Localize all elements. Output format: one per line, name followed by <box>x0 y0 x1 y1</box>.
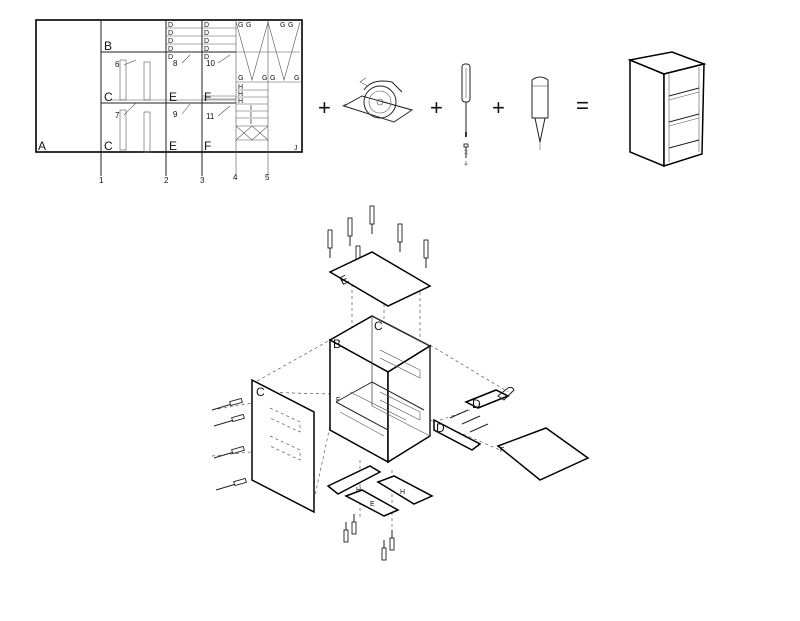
label-f-inner: F <box>336 397 340 404</box>
part-label-e-top: E <box>169 90 177 104</box>
label-d-1: D <box>472 397 481 411</box>
svg-text:G: G <box>238 22 243 29</box>
svg-text:9: 9 <box>173 110 178 119</box>
cut-numbers: 1 2 3 4 5 <box>99 173 270 185</box>
label-b: B <box>333 337 341 351</box>
svg-text:6: 6 <box>115 60 120 69</box>
svg-text:D: D <box>204 30 209 37</box>
svg-text:D: D <box>168 22 173 29</box>
part-label-b: B <box>104 39 112 53</box>
g-mid-labels: G G G G <box>238 75 299 82</box>
svg-text:G: G <box>246 22 251 29</box>
screwdriver-icon <box>461 63 471 137</box>
svg-text:G: G <box>294 75 299 82</box>
plus-sign-3: + <box>492 95 505 120</box>
g-top-labels: G G G G <box>238 22 293 29</box>
label-d-2: D <box>436 421 445 435</box>
bottom-strip-h-2 <box>376 475 434 505</box>
left-screws <box>211 397 247 491</box>
equals-sign: = <box>576 93 589 118</box>
svg-text:H: H <box>238 91 243 98</box>
svg-text:D: D <box>204 22 209 29</box>
exploded-assembly: E C B <box>211 205 590 561</box>
svg-text:G: G <box>280 22 285 29</box>
svg-text:5: 5 <box>265 173 270 182</box>
d-column-2: D D D D D <box>204 22 209 61</box>
svg-text:1: 1 <box>99 176 104 185</box>
part-label-j: J <box>294 145 298 152</box>
finished-cabinet-icon <box>627 51 707 168</box>
part-label-c-top: C <box>104 90 113 104</box>
screw-icon <box>463 143 469 166</box>
part-label-e-bottom: E <box>169 139 177 153</box>
svg-text:H: H <box>238 98 243 105</box>
back-panel-f <box>496 427 590 481</box>
svg-text:3: 3 <box>200 176 205 185</box>
glue-bottle-icon <box>531 76 549 150</box>
part-label-f-bottom: F <box>204 139 211 153</box>
svg-text:11: 11 <box>206 112 215 121</box>
screw-top-2 <box>347 217 353 246</box>
svg-text:D: D <box>168 38 173 45</box>
glue-bottle-small-icon <box>497 386 515 401</box>
svg-text:8: 8 <box>173 59 178 68</box>
screw-top-1 <box>327 229 333 258</box>
plus-sign-2: + <box>430 95 443 120</box>
screw-top-4 <box>397 223 403 252</box>
bottom-strip-h-1 <box>326 465 382 495</box>
svg-text:7: 7 <box>115 111 120 120</box>
label-f-back: F <box>500 447 504 454</box>
top-panel-e <box>328 251 432 307</box>
h-i-pieces <box>235 89 269 141</box>
screw-top-5 <box>423 239 429 268</box>
g-pieces <box>235 20 301 82</box>
bottom-strip-h-3 <box>344 489 400 517</box>
label-e-bottom: E <box>370 501 375 508</box>
carcass <box>328 315 432 464</box>
svg-text:D: D <box>204 54 209 61</box>
shelf-pieces <box>110 59 236 153</box>
label-c-back: C <box>374 319 383 333</box>
svg-text:10: 10 <box>206 59 215 68</box>
left-panel-hidden-shelf <box>269 407 301 461</box>
label-c-left: C <box>256 385 265 399</box>
i-labels: I I I <box>250 105 252 126</box>
cut-sheet: A B C C E E F F J D D D D D D D D D D G … <box>35 19 303 185</box>
d-strips <box>166 27 236 45</box>
svg-text:G: G <box>262 75 267 82</box>
svg-text:G: G <box>270 75 275 82</box>
svg-text:I: I <box>250 105 252 112</box>
svg-text:D: D <box>168 46 173 53</box>
part-label-c-bottom: C <box>104 139 113 153</box>
left-side-panel-c <box>251 378 315 514</box>
part-label-f-top: F <box>204 90 211 104</box>
plus-sign-1: + <box>318 95 331 120</box>
right-screws <box>449 409 489 433</box>
svg-text:I: I <box>250 119 252 126</box>
label-h-1: H <box>356 487 361 494</box>
svg-text:H: H <box>238 84 243 91</box>
svg-text:D: D <box>168 54 173 61</box>
h-labels: H H H <box>238 84 243 105</box>
d-column-1: D D D D D <box>168 22 173 61</box>
cut-sheet-border <box>35 19 303 153</box>
svg-text:G: G <box>288 22 293 29</box>
label-h-2: H <box>400 489 405 496</box>
bottom-screws <box>343 514 395 561</box>
screw-top-3 <box>369 205 375 234</box>
svg-text:4: 4 <box>233 173 238 182</box>
svg-text:2: 2 <box>164 176 169 185</box>
svg-text:G: G <box>238 75 243 82</box>
svg-text:D: D <box>204 46 209 53</box>
piece-numbers: 6 7 8 9 10 11 <box>115 59 215 121</box>
svg-text:D: D <box>204 38 209 45</box>
leader-lines <box>123 54 231 117</box>
part-label-a: A <box>38 139 46 153</box>
circular-saw-icon <box>341 77 414 123</box>
svg-text:I: I <box>250 112 252 119</box>
svg-text:D: D <box>168 30 173 37</box>
right-strip-d-2 <box>433 418 482 451</box>
